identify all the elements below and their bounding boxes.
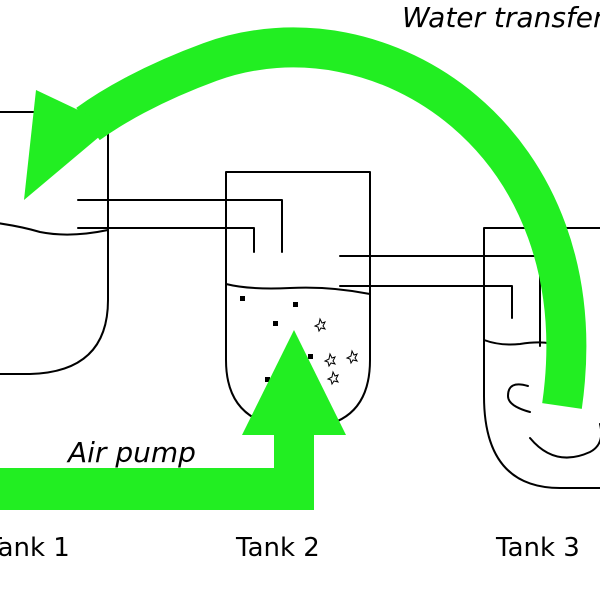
air-pump-arrowhead (242, 330, 346, 435)
tank-3-label: Tank 3 (495, 533, 580, 563)
water-transfer-label: Water transfer (402, 1, 600, 34)
water-transfer-arrowhead (24, 90, 112, 200)
air-pump-label: Air pump (66, 436, 196, 469)
tank-3-bowl-curve (529, 423, 600, 459)
air-bubbles (240, 296, 359, 386)
tank-2-water-surface (225, 283, 371, 295)
air-pump-arrow (0, 330, 346, 510)
tank-3-inner-curve (507, 383, 531, 413)
tank-2-label: Tank 2 (235, 533, 320, 563)
water-transfer-arrow (24, 27, 587, 409)
tank-1 (0, 111, 109, 375)
air-pump-arrow-body (0, 410, 314, 510)
tank-1-outline (0, 111, 109, 375)
pipe-tank2-to-tank1 (77, 199, 283, 253)
tank-1-water-surface (0, 222, 109, 236)
water-transfer-arrow-body (76, 27, 587, 409)
tank-1-label: Tank 1 (0, 533, 70, 563)
